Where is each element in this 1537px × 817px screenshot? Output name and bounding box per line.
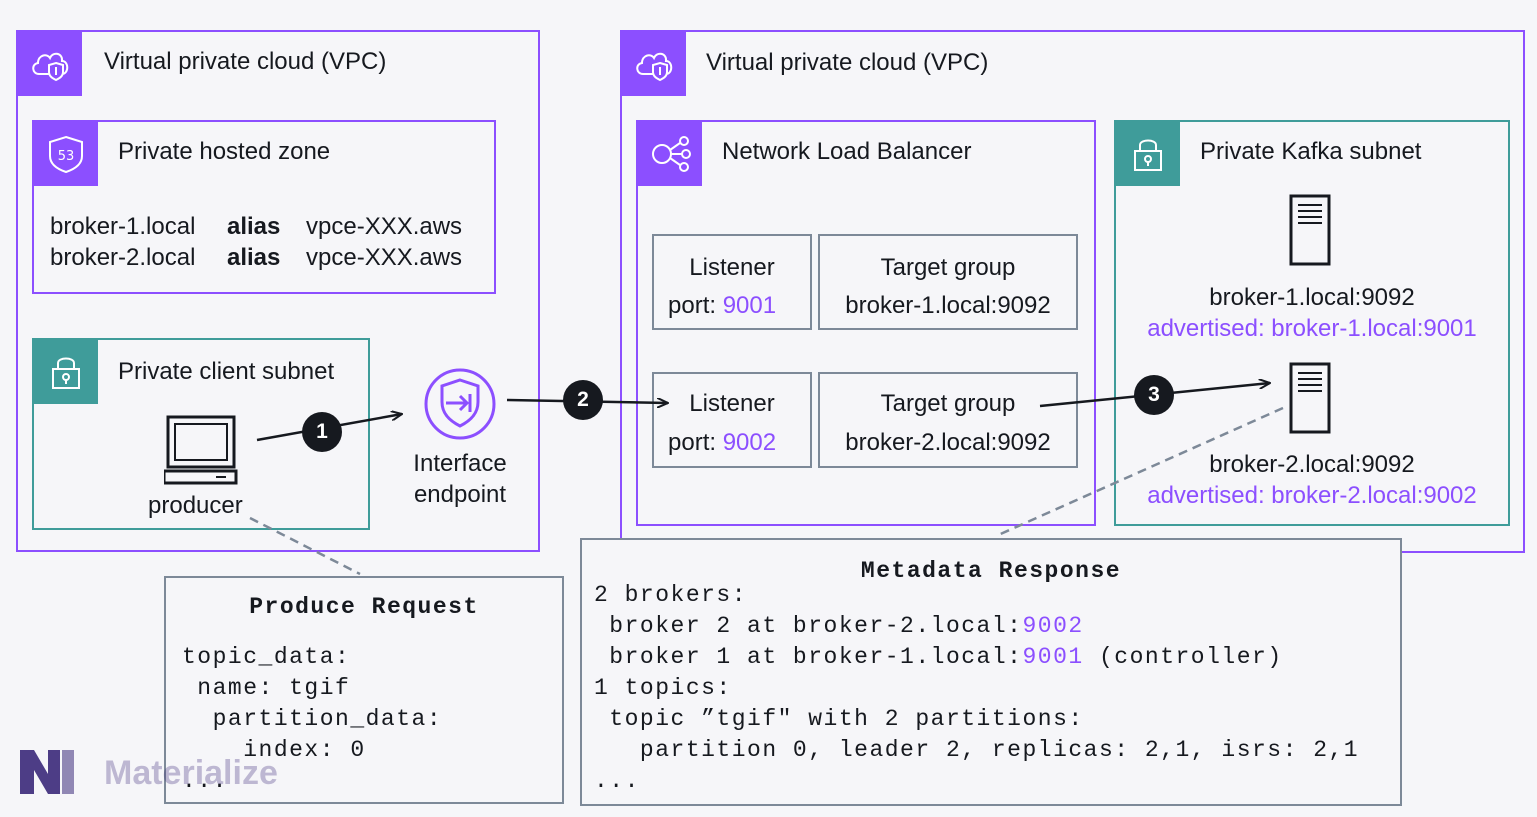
cloud-shield-icon (622, 32, 686, 96)
target-group-1-target: broker-1.local:9092 (845, 292, 1051, 319)
produce-request-title: Produce Request (249, 594, 479, 620)
metadata-line-7: ... (594, 768, 640, 794)
dashed-broker-to-metadata (995, 406, 1284, 538)
interface-endpoint-icon (422, 366, 498, 447)
broker-1-advertised: advertised: broker-1.local:9001 (1147, 315, 1477, 342)
metadata-response-panel: Metadata Response 2 brokers: broker 2 at… (580, 538, 1402, 806)
record-1-target: vpce-XXX.aws (306, 213, 463, 240)
produce-line-3: partition_data: (182, 706, 443, 732)
vpc-left: Virtual private cloud (VPC) 53 Private h… (16, 30, 540, 552)
lock-icon (34, 340, 98, 404)
produce-line-2: name: tgif (182, 675, 351, 701)
endpoint-label-line1: Interface (413, 450, 507, 477)
client-subnet-title: Private client subnet (118, 358, 335, 385)
step-badge-1: 1 (302, 412, 342, 452)
target-group-1: Target group broker-1.local:9092 (818, 234, 1078, 330)
metadata-response-title: Metadata Response (860, 558, 1122, 584)
metadata-line-5: topic ”tgif" with 2 partitions: (594, 706, 1084, 732)
listener-2-label: Listener (689, 390, 775, 417)
lock-icon (1116, 122, 1180, 186)
materialize-logo-icon (20, 748, 76, 799)
vpc-right: Virtual private cloud (VPC) Network Load… (620, 30, 1525, 553)
listener-2: Listener port: 9002 (652, 372, 812, 468)
produce-line-5: ... (182, 768, 228, 794)
target-group-2: Target group broker-2.local:9092 (818, 372, 1078, 468)
private-kafka-subnet: Private Kafka subnet broker-1.local:9092… (1114, 120, 1510, 526)
private-hosted-zone: 53 Private hosted zone broker-1.local al… (32, 120, 496, 294)
hosted-zone-title: Private hosted zone (118, 138, 331, 165)
private-client-subnet: Private client subnet producer (32, 338, 370, 530)
target-group-1-label: Target group (880, 254, 1016, 281)
endpoint-label-line2: endpoint (413, 481, 507, 508)
producer-label: producer (148, 492, 243, 519)
server-icon (1289, 194, 1333, 273)
materialize-logo-text: Materialize (104, 754, 278, 792)
metadata-line-1: 2 brokers: (594, 582, 748, 608)
cloud-shield-icon (18, 32, 82, 96)
nlb-title: Network Load Balancer (722, 138, 972, 165)
record-2-type: alias (227, 244, 281, 271)
step-badge-3: 3 (1134, 375, 1174, 415)
load-balancer-icon (638, 122, 702, 186)
produce-request-panel: Produce Request topic_data: name: tgif p… (164, 576, 564, 804)
broker-2-host: broker-2.local:9092 (1209, 451, 1415, 478)
record-2-target: vpce-XXX.aws (306, 244, 463, 271)
vpc-right-title: Virtual private cloud (VPC) (706, 49, 989, 76)
listener-1-label: Listener (689, 254, 775, 281)
listener-1: Listener port: 9001 (652, 234, 812, 330)
vpc-left-title: Virtual private cloud (VPC) (104, 48, 387, 75)
server-icon (1289, 362, 1333, 441)
produce-line-4: index: 0 (182, 737, 366, 763)
broker-1-host: broker-1.local:9092 (1209, 284, 1415, 311)
metadata-line-3: broker 1 at broker-1.local:9001 (control… (594, 644, 1283, 670)
listener-2-port: port: 9002 (668, 429, 777, 456)
target-group-2-label: Target group (880, 390, 1016, 417)
network-load-balancer: Network Load Balancer Listener port: 900… (636, 120, 1096, 526)
broker-2-advertised: advertised: broker-2.local:9002 (1147, 482, 1477, 509)
route53-badge-text: 53 (58, 149, 75, 164)
metadata-line-2: broker 2 at broker-2.local:9002 (594, 613, 1084, 639)
target-group-2-target: broker-2.local:9092 (845, 429, 1051, 456)
record-2-name: broker-2.local (50, 244, 196, 271)
step-badge-2: 2 (563, 380, 603, 420)
metadata-line-6: partition 0, leader 2, replicas: 2,1, is… (594, 737, 1360, 763)
listener-1-port: port: 9001 (668, 292, 777, 319)
route53-shield-icon: 53 (34, 122, 98, 186)
record-1-name: broker-1.local (50, 213, 196, 240)
record-1-type: alias (227, 213, 281, 240)
laptop-icon (162, 414, 240, 491)
produce-line-1: topic_data: (182, 644, 351, 670)
dashed-producer-to-request (249, 516, 361, 576)
kafka-subnet-title: Private Kafka subnet (1200, 138, 1422, 165)
metadata-line-4: 1 topics: (594, 675, 732, 701)
